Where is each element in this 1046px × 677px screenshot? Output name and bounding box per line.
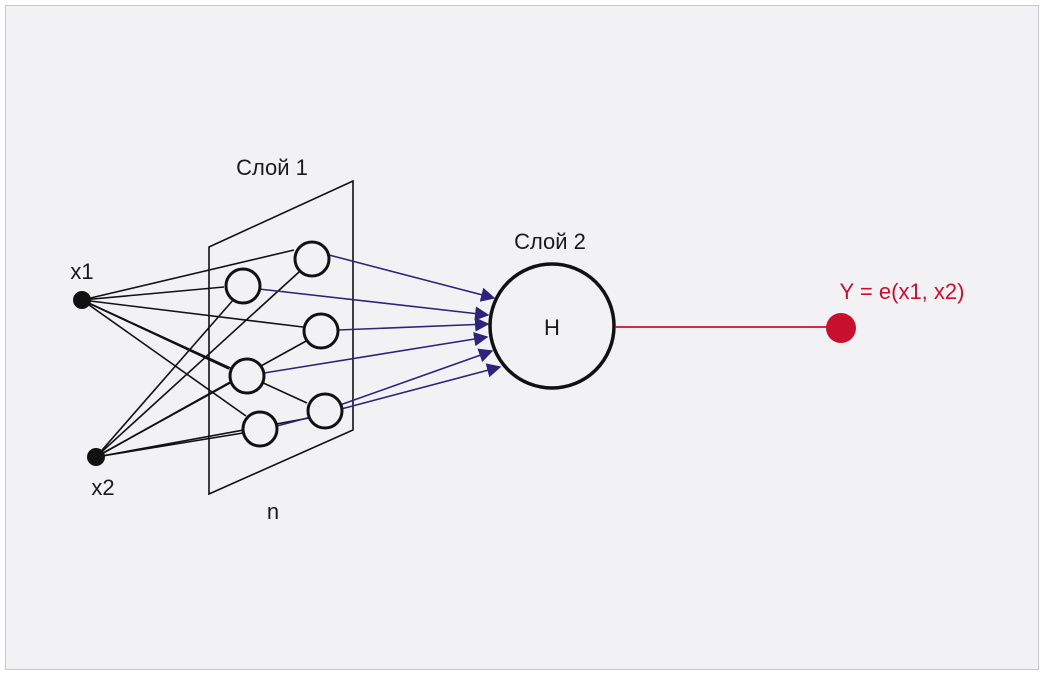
layer2-label: Слой 2 [514, 229, 586, 254]
input2-label: x2 [91, 475, 114, 500]
neuron [241, 410, 279, 448]
neuron [224, 267, 262, 305]
neuron [293, 240, 331, 278]
neuron [228, 357, 266, 395]
layer2-neuron-h [488, 262, 616, 390]
output-label: Y = e(x1, x2) [840, 279, 965, 304]
n-label: n [267, 499, 279, 524]
input1-label: x1 [70, 259, 93, 284]
layer1-label: Слой 1 [236, 155, 308, 180]
h-label: H [544, 315, 560, 340]
output-node [826, 313, 856, 343]
neuron [306, 392, 344, 430]
neuron [302, 312, 340, 350]
layer1-neurons [224, 240, 344, 448]
layer1-plane [208, 179, 354, 496]
input-connections [81, 249, 310, 458]
input-node-x1 [73, 291, 91, 309]
layer1-to-h-arrows [258, 254, 502, 427]
input-node-x2 [87, 448, 105, 466]
